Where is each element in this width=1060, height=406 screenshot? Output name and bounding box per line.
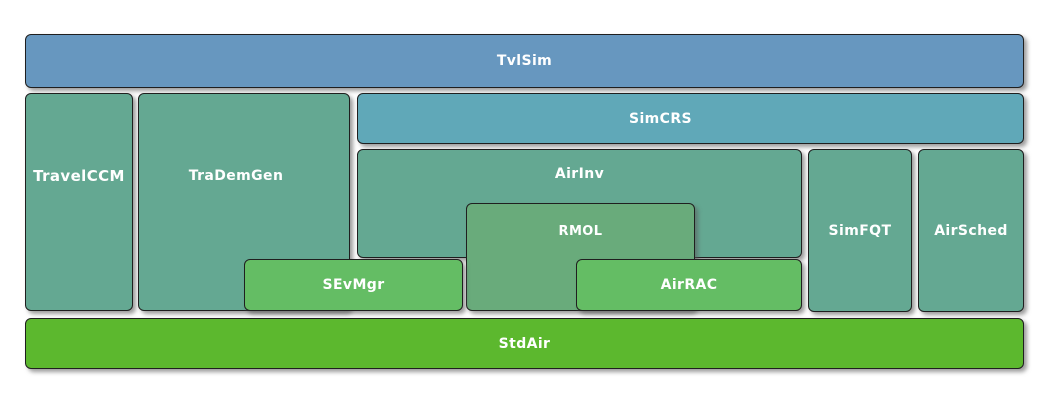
block-tvlsim-label: TvlSim	[496, 53, 553, 69]
block-sevmgr: SEvMgr	[244, 259, 463, 311]
block-sevmgr-label: SEvMgr	[322, 277, 385, 293]
block-travelccm: TravelCCM	[25, 93, 133, 311]
block-airinv-label: AirInv	[554, 166, 605, 182]
block-travelccm-label: TravelCCM	[33, 167, 125, 185]
block-rmol-label: RMOL	[558, 224, 603, 239]
block-airsched-label: AirSched	[934, 222, 1008, 239]
block-tvlsim: TvlSim	[25, 34, 1024, 88]
block-simfqt: SimFQT	[808, 149, 912, 312]
block-airsched: AirSched	[918, 149, 1024, 312]
block-airrac: AirRAC	[576, 259, 802, 311]
block-stdair: StdAir	[25, 318, 1024, 369]
block-simfqt-label: SimFQT	[828, 222, 892, 239]
block-simcrs-label: SimCRS	[628, 110, 692, 127]
block-stdair-label: StdAir	[498, 335, 551, 352]
block-simcrs: SimCRS	[357, 93, 1024, 144]
block-trademgen-label: TraDemGen	[188, 168, 284, 184]
block-airrac-label: AirRAC	[660, 277, 718, 293]
